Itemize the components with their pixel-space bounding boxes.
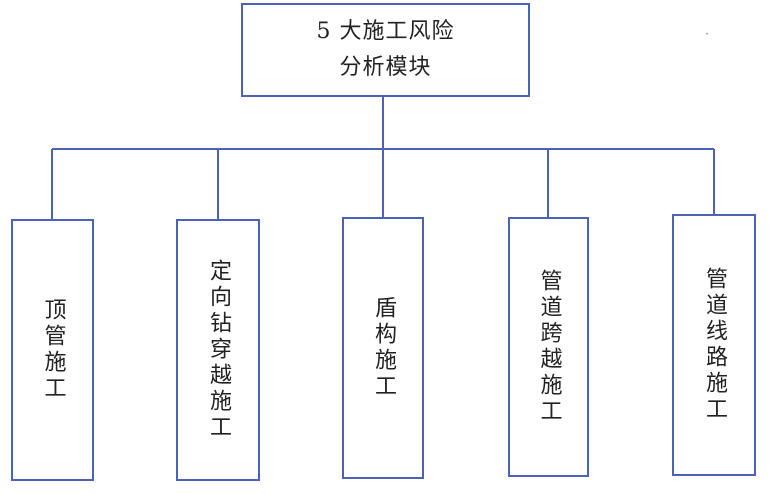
child-node-jacking: 顶管施工 — [11, 219, 94, 481]
child-node-label: 定向钻穿越施工 — [206, 259, 231, 441]
child-node-label: 顶管施工 — [40, 298, 66, 402]
child-node-shield-tunneling: 盾构施工 — [342, 217, 424, 479]
scan-mark: ˙ — [703, 30, 711, 49]
child-node-directional-drilling: 定向钻穿越施工 — [176, 219, 260, 481]
child-node-label: 管道跨越施工 — [536, 269, 562, 425]
child-node-label: 管道线路施工 — [702, 267, 727, 423]
child-node-pipeline-route: 管道线路施工 — [672, 214, 756, 476]
root-node-label: 5 大施工风险 分析模块 — [316, 19, 455, 80]
root-node: 5 大施工风险 分析模块 — [241, 3, 530, 97]
child-node-pipeline-crossing: 管道跨越施工 — [508, 217, 589, 477]
child-node-label: 盾构施工 — [371, 296, 396, 400]
